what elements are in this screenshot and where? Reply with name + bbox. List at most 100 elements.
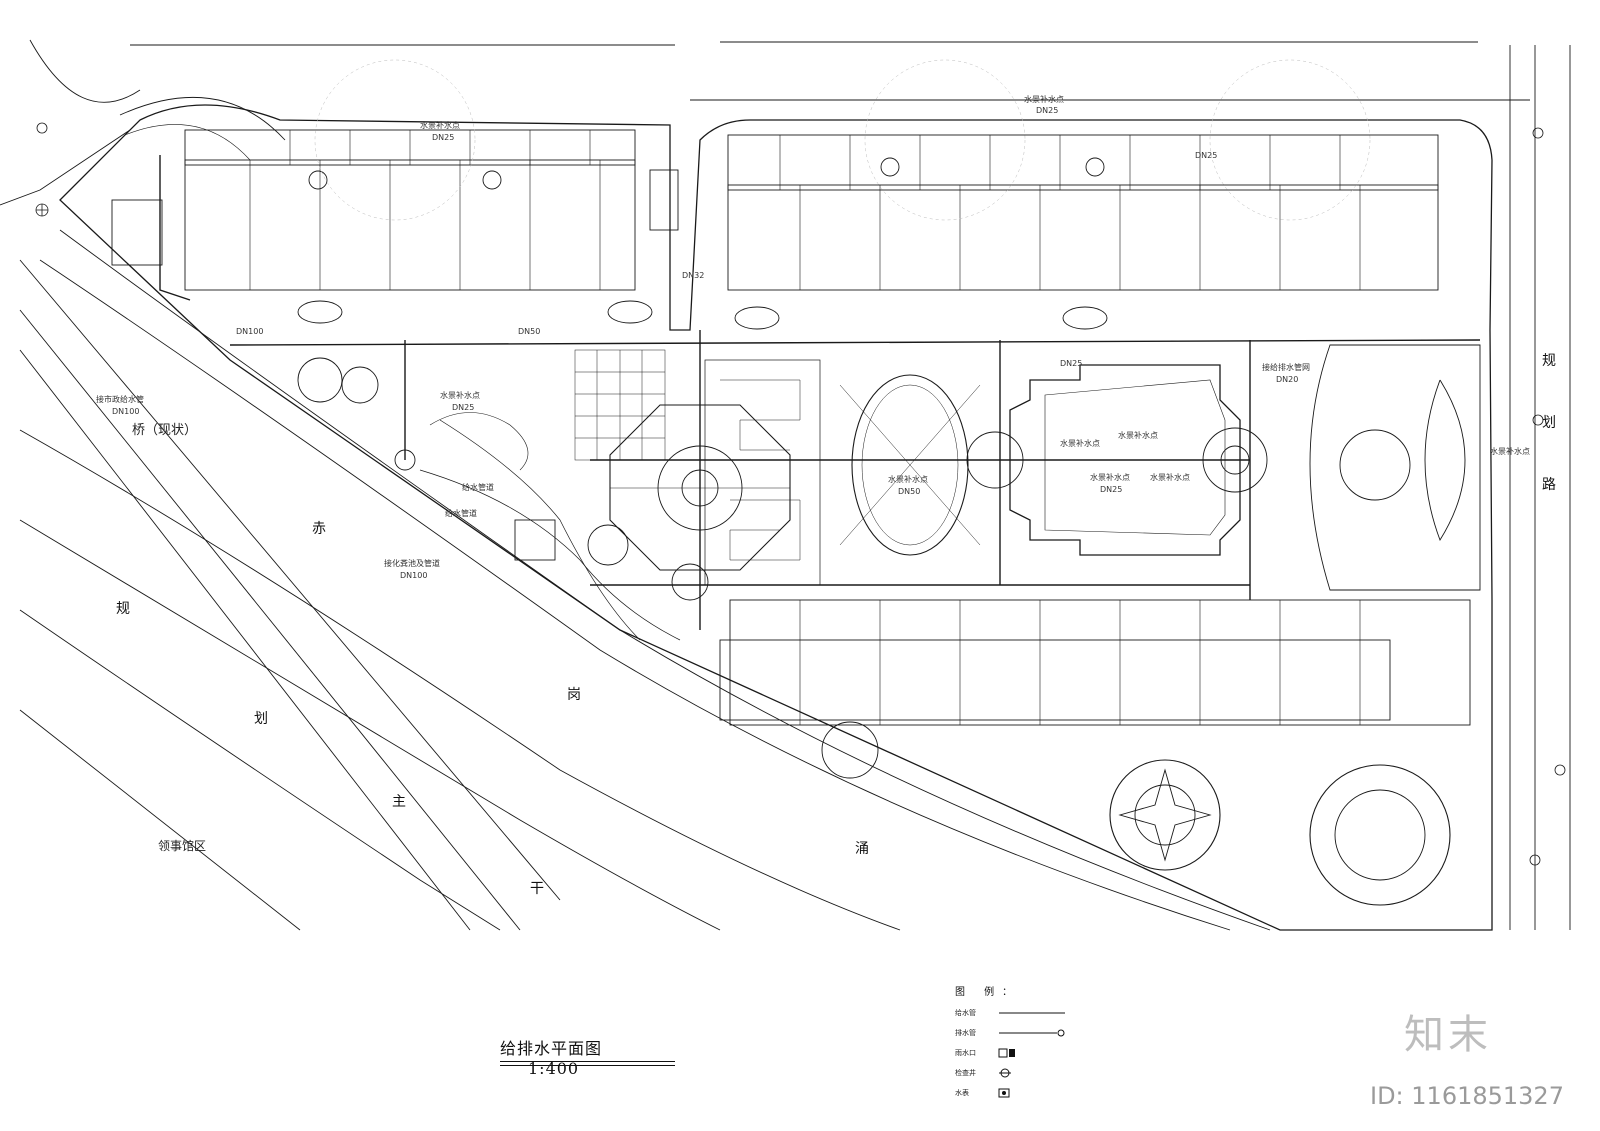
oval-planter-1 <box>297 300 343 324</box>
annot-mid-dn-4: DN25 <box>1195 151 1218 160</box>
north-gate <box>649 169 679 231</box>
annot-pool-point-1: 水景补水点 <box>1060 439 1100 448</box>
legend-row: 雨水口 <box>955 1044 1095 1064</box>
oval-water-feature <box>851 374 969 556</box>
annot-top-right-point: 水景补水点 <box>1024 95 1064 104</box>
building-north-east <box>727 184 1439 291</box>
road-char-yong: 涌 <box>855 841 869 857</box>
formal-pool-inner <box>1044 379 1226 536</box>
legend-label: 排水管 <box>955 1029 976 1037</box>
legend-row: 给水管 <box>955 1004 1095 1024</box>
garden-circle-2 <box>341 366 379 404</box>
oval-planter-4 <box>1062 306 1108 330</box>
water-pipe-icon <box>999 1012 1065 1014</box>
round-planter-2 <box>482 170 502 190</box>
legend-title: 图 例： <box>955 987 1021 998</box>
building-south <box>729 599 1471 726</box>
annot-garden-note-3: 接化粪池及管道 <box>384 559 440 568</box>
legend-label: 雨水口 <box>955 1049 976 1057</box>
annot-mid-dn-2: DN50 <box>518 327 541 336</box>
pool-fountain-east <box>1202 427 1268 493</box>
annot-garden-note-2: 给水管道 <box>445 509 477 518</box>
round-pavilion-inner <box>1334 789 1426 881</box>
annot-mid-dn-3: DN25 <box>1060 359 1083 368</box>
unit-partitions <box>249 130 1361 725</box>
legend: 图 例： 给水管 排水管 雨水口 检查井 水表 <box>955 983 1095 1104</box>
formal-pool <box>1009 364 1241 556</box>
building-south-bottom <box>719 639 1391 721</box>
compass-garden <box>1109 759 1221 871</box>
site-boundary <box>59 104 1493 931</box>
road-char-hua: 划 <box>1542 415 1556 431</box>
oval-planter-2 <box>607 300 653 324</box>
river-band-8 <box>19 609 501 931</box>
road-char-zhu: 主 <box>392 794 406 810</box>
garden-path-2 <box>419 469 681 641</box>
round-pavilion <box>1309 764 1451 906</box>
annot-top-left-point: 水景补水点 <box>420 121 460 130</box>
river-band-1 <box>19 259 561 901</box>
round-planter-1 <box>308 170 328 190</box>
river-band-5 <box>39 259 1231 931</box>
river-band-7 <box>19 519 721 931</box>
annot-right-point: 水景补水点 <box>1490 447 1530 456</box>
round-planter-3 <box>880 157 900 177</box>
drain-pipe-icon <box>999 1029 1065 1037</box>
road-char-lu: 路 <box>1542 477 1556 493</box>
annot-top-left-dn: DN25 <box>432 133 455 142</box>
bridge-label: 桥（现状） <box>132 423 198 438</box>
annot-right-dn: DN20 <box>1276 375 1299 384</box>
drawing-scale: 1:400 <box>528 1059 580 1078</box>
road-char-gui-2: 规 <box>116 601 130 617</box>
pump-house <box>514 519 556 561</box>
round-planter-4 <box>1085 157 1105 177</box>
pipe-markers <box>35 122 1566 866</box>
annot-left-connect: 接市政给水管 <box>96 395 144 404</box>
oval-planter-3 <box>734 306 780 330</box>
south-entry-circle <box>671 563 709 601</box>
annot-garden-dn: DN100 <box>400 571 428 580</box>
stream <box>429 412 529 471</box>
pool-fountain-east-inner <box>1220 445 1250 475</box>
garden-path <box>439 419 641 641</box>
northwest-plaza-arc <box>119 97 286 141</box>
oval-water-feature-inner <box>861 384 959 546</box>
labyrinth-paths <box>720 379 801 561</box>
water-meter-icon <box>998 1088 1010 1098</box>
northwest-pavilion <box>111 199 163 266</box>
annot-left-dn: DN25 <box>452 403 475 412</box>
east-amphitheatre <box>1424 379 1466 542</box>
legend-row: 水表 <box>955 1084 1095 1104</box>
road-char-hua-2: 划 <box>254 711 268 727</box>
node-west <box>394 449 416 471</box>
compass-star <box>1118 768 1212 862</box>
title-underline-thin <box>500 1065 675 1066</box>
small-round-garden <box>821 721 879 779</box>
central-axes <box>610 405 790 570</box>
watermark-logo: 知末 <box>1404 1012 1492 1058</box>
annot-left-connect-dn: DN100 <box>112 407 140 416</box>
annot-right-note: 接给排水管网 <box>1262 363 1310 372</box>
road-char-gang: 岗 <box>567 687 581 703</box>
annot-pool-point-3: 水景补水点 <box>1090 473 1130 482</box>
river-band-6 <box>19 429 901 931</box>
road-line-left-1 <box>0 129 131 206</box>
annot-pool-point-2: 水景补水点 <box>1118 431 1158 440</box>
central-octagon <box>609 404 791 571</box>
building-north-east-top <box>727 134 1439 191</box>
district-label: 领事馆区 <box>158 839 207 853</box>
road-char-gui: 规 <box>1542 353 1556 369</box>
road-char-gan: 干 <box>530 881 544 897</box>
legend-label: 给水管 <box>955 1009 976 1017</box>
watermark-id: ID: 1161851327 <box>1370 1082 1564 1110</box>
river-band-2 <box>19 309 521 931</box>
east-arc-building <box>1309 344 1481 591</box>
road-line-west-1 <box>29 39 141 103</box>
grid-paving <box>574 349 666 461</box>
annot-center-point: 水景补水点 <box>888 475 928 484</box>
annot-center-dn: DN50 <box>898 487 921 496</box>
road-char-chi: 赤 <box>312 521 326 537</box>
title-underline <box>500 1061 675 1062</box>
